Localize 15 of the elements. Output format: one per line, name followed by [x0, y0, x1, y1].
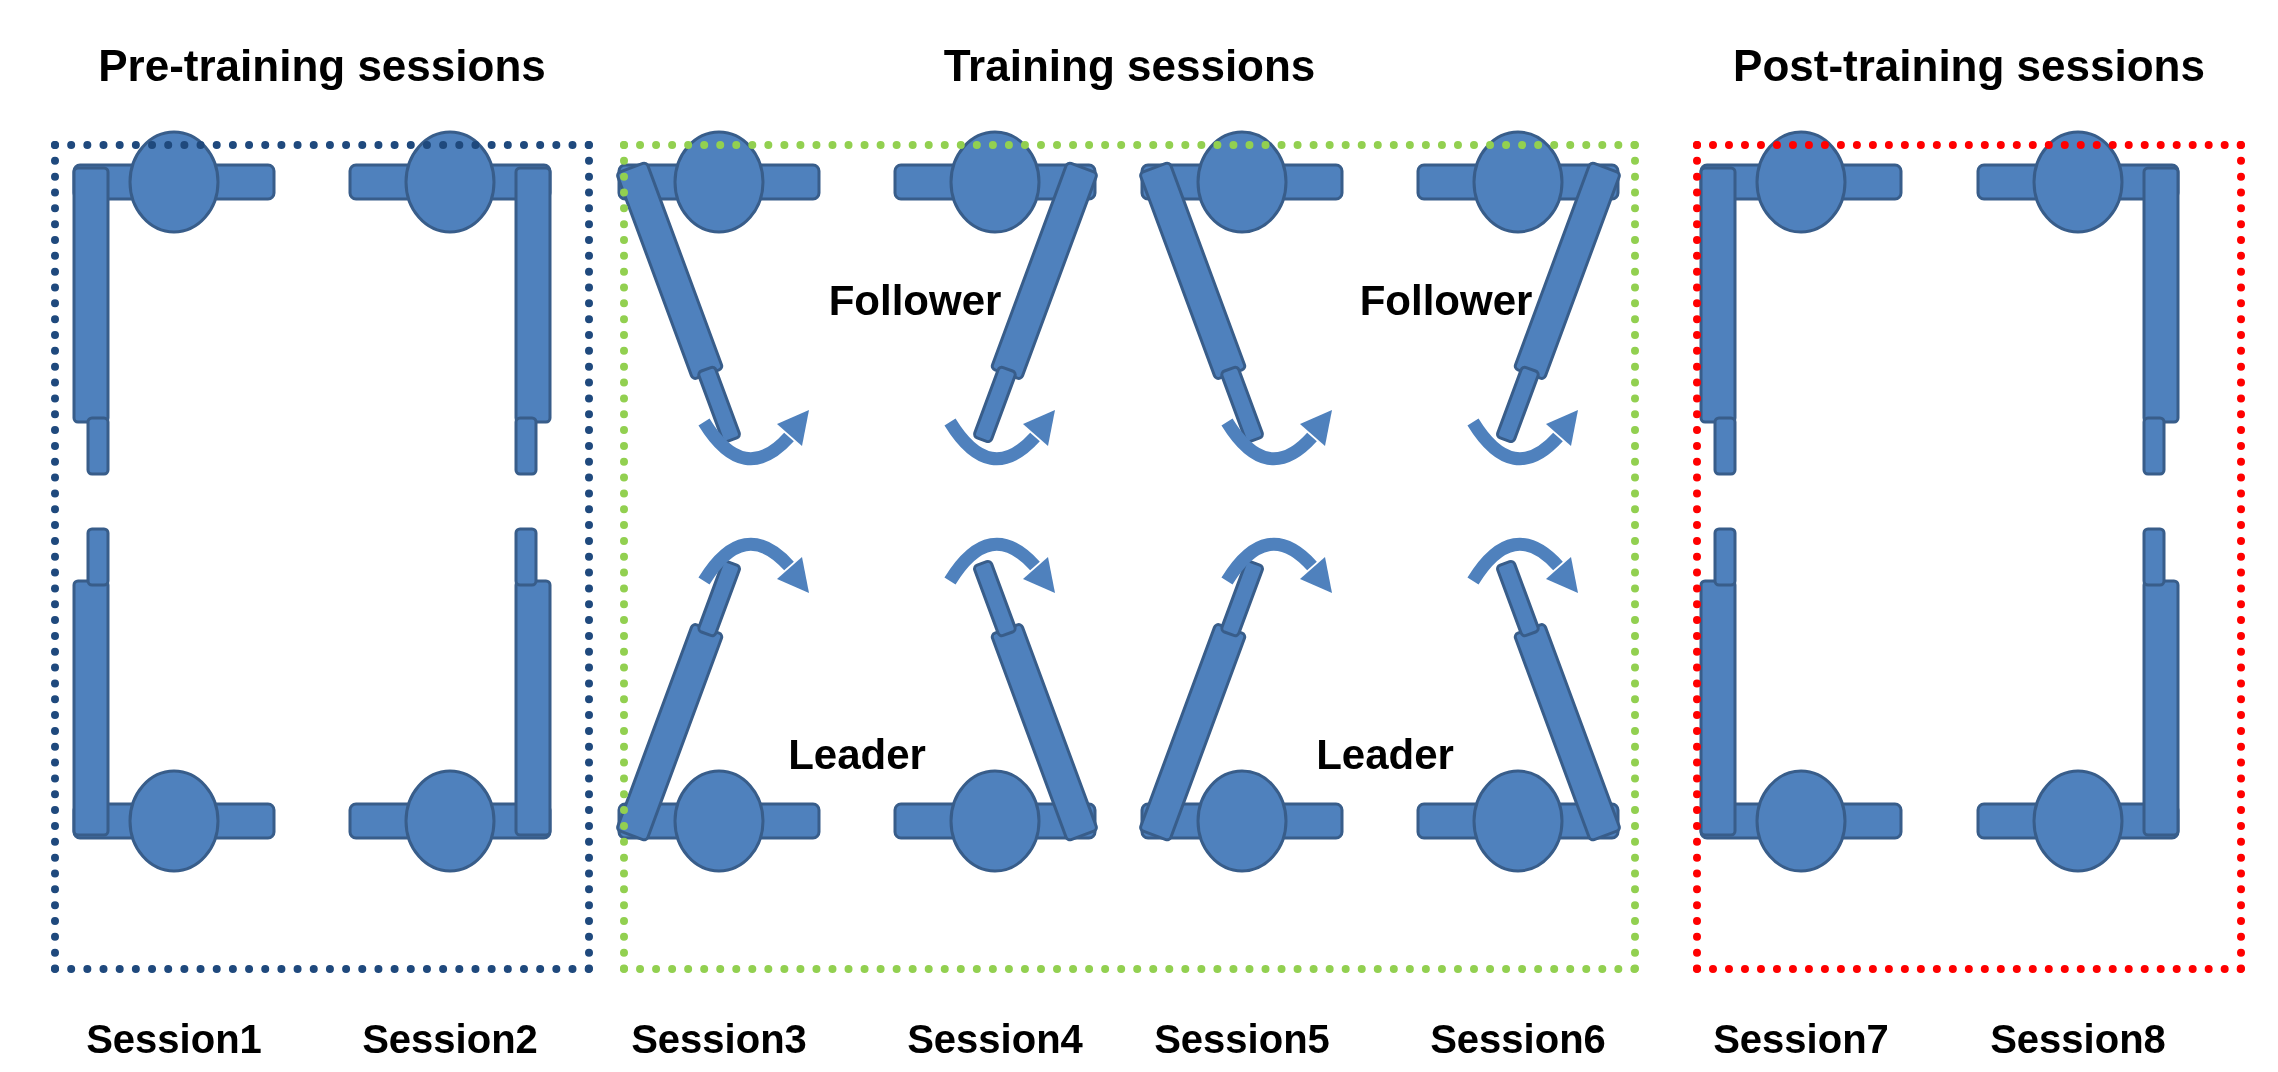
group-title: Training sessions — [942, 41, 1317, 91]
role-label: Follower — [1359, 277, 1533, 325]
session-label: Session4 — [907, 1016, 1083, 1062]
session-label: Session2 — [362, 1016, 538, 1062]
group-title: Pre-training sessions — [97, 41, 547, 91]
role-label: Leader — [788, 731, 926, 779]
session-label: Session8 — [1990, 1016, 2166, 1062]
session-label: Session7 — [1713, 1016, 1889, 1062]
role-label: Follower — [828, 277, 1002, 325]
session-label: Session1 — [86, 1016, 262, 1062]
session-label: Session6 — [1430, 1016, 1606, 1062]
role-label: Leader — [1316, 731, 1454, 779]
group-title: Post-training sessions — [1732, 41, 2206, 91]
session-label: Session3 — [631, 1016, 807, 1062]
session-label: Session5 — [1154, 1016, 1330, 1062]
